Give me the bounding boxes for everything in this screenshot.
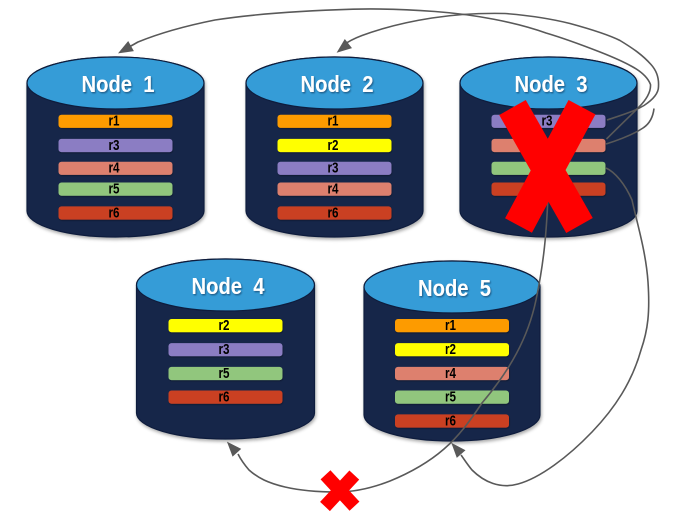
svg-text:r1: r1 (328, 114, 339, 130)
svg-text:Node 5: Node 5 (418, 275, 491, 301)
svg-text:r6: r6 (445, 413, 456, 429)
svg-text:r1: r1 (109, 114, 120, 130)
svg-text:r6: r6 (219, 390, 230, 406)
svg-text:r4: r4 (109, 161, 120, 177)
svg-text:Node 3: Node 3 (515, 71, 588, 97)
svg-text:Node 1: Node 1 (82, 71, 155, 97)
svg-text:r3: r3 (542, 114, 553, 130)
svg-text:r6: r6 (328, 205, 339, 221)
svg-text:r5: r5 (109, 182, 120, 198)
svg-text:r6: r6 (109, 205, 120, 221)
svg-text:r1: r1 (445, 318, 456, 334)
svg-text:r3: r3 (219, 342, 230, 358)
svg-text:Node 2: Node 2 (301, 71, 374, 97)
svg-text:r5: r5 (445, 390, 456, 406)
svg-text:r2: r2 (219, 318, 230, 334)
svg-text:r5: r5 (219, 366, 230, 382)
svg-text:r3: r3 (328, 161, 339, 177)
svg-text:r2: r2 (328, 138, 339, 154)
svg-text:r4: r4 (328, 182, 339, 198)
svg-text:Node 4: Node 4 (192, 273, 265, 299)
svg-text:r2: r2 (445, 342, 456, 358)
svg-text:r3: r3 (109, 138, 120, 154)
svg-text:r4: r4 (445, 366, 456, 382)
